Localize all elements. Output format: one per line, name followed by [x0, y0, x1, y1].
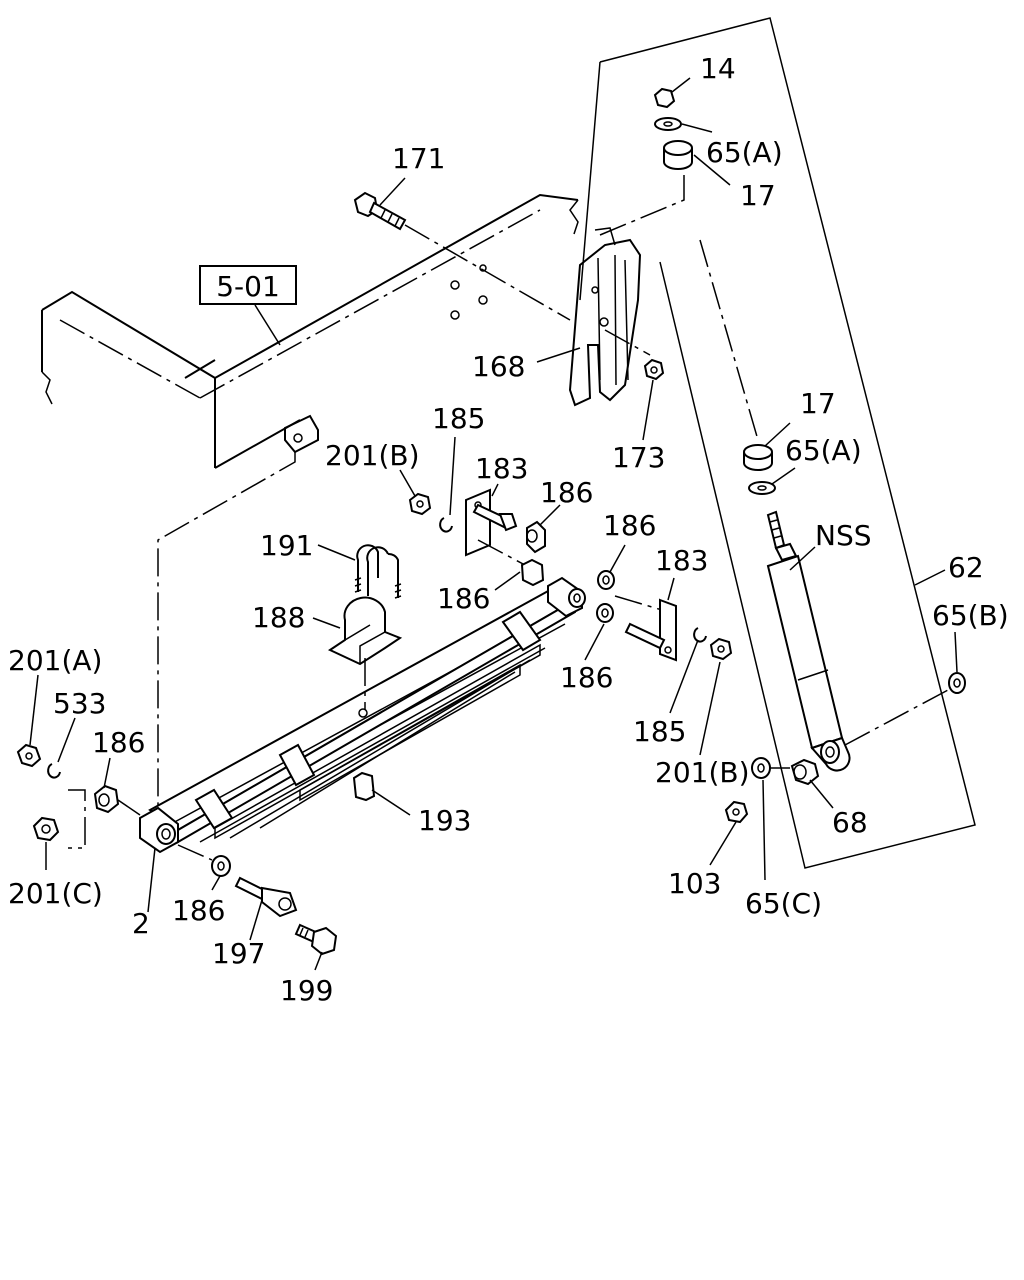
label-199: 199: [280, 974, 333, 1007]
bushing-186-f: [211, 855, 231, 877]
washer-65a-top: [654, 117, 682, 131]
label-191: 191: [260, 529, 313, 562]
nut-103: [724, 800, 749, 824]
label-185-bottom: 185: [633, 715, 686, 748]
label-193: 193: [418, 804, 471, 837]
label-186-e: 186: [92, 726, 145, 759]
bushing-186-b: [520, 558, 545, 587]
nut-201a: [16, 743, 42, 768]
frame-reference-label: 5-01: [216, 270, 280, 303]
label-65a-top: 65(A): [706, 136, 783, 169]
label-186-f: 186: [172, 894, 225, 927]
u-bolt-191: [354, 544, 402, 599]
assembly-62-outline: [579, 17, 976, 869]
label-533: 533: [53, 687, 106, 720]
label-186-d: 186: [560, 661, 613, 694]
frame-reference-box: 5-01: [199, 265, 297, 346]
nut-201c: [32, 816, 60, 842]
bushing-17-top: [663, 140, 693, 170]
nut-201b-right: [709, 637, 733, 661]
label-17-mid: 17: [800, 387, 836, 420]
label-nss: NSS: [815, 519, 872, 552]
bushing-17-mid: [743, 444, 773, 471]
bushing-186-e: [93, 784, 120, 814]
nut-14: [653, 87, 676, 109]
label-185-top: 185: [432, 402, 485, 435]
bolt-171: [353, 191, 571, 321]
label-65a-mid: 65(A): [785, 434, 862, 467]
washer-65a-mid: [748, 481, 776, 495]
label-197: 197: [212, 937, 265, 970]
nut-193: [352, 771, 376, 802]
bolt-199: [294, 923, 338, 956]
label-186-b: 186: [603, 509, 656, 542]
part-labels: 14 65(A) 17 171 168 173 17 65(A) 185 201…: [8, 52, 1009, 1007]
pin-197: [234, 876, 298, 918]
snap-ring-185-top: [439, 517, 453, 533]
label-17-top: 17: [740, 179, 776, 212]
washer-65b: [948, 672, 966, 694]
label-65c: 65(C): [745, 887, 822, 920]
label-171: 171: [392, 142, 445, 175]
bushing-186-d: [596, 603, 614, 623]
shock-absorber: [766, 510, 851, 772]
shackle-pin-183-left: [465, 488, 526, 566]
label-2: 2: [132, 907, 150, 940]
label-186-c: 186: [437, 582, 490, 615]
label-173: 173: [612, 441, 665, 474]
label-68: 68: [832, 806, 868, 839]
bushing-186-a: [526, 520, 546, 554]
label-201b-right: 201(B): [655, 756, 750, 789]
bracket-168: [568, 227, 651, 407]
label-14: 14: [700, 52, 736, 85]
frame-rail: [41, 193, 579, 469]
leader-lines: [29, 77, 958, 971]
snap-ring-185-bottom: [693, 627, 707, 643]
spring-seat-188: [327, 596, 403, 666]
nut-201b-left: [408, 492, 432, 516]
label-201b-left: 201(B): [325, 439, 420, 472]
label-183-left: 183: [475, 452, 528, 485]
label-103: 103: [668, 867, 721, 900]
label-201a: 201(A): [8, 644, 102, 677]
nut-173: [643, 358, 665, 381]
bushing-68: [790, 758, 820, 786]
label-186-a: 186: [540, 476, 593, 509]
label-201c: 201(C): [8, 877, 103, 910]
leaf-spring-2: [139, 576, 586, 854]
bushing-186-c: [597, 570, 615, 590]
shackle-pin-183-right: [624, 598, 677, 662]
washer-65c: [751, 757, 771, 779]
label-62: 62: [948, 551, 984, 584]
label-65b: 65(B): [932, 599, 1009, 632]
label-188: 188: [252, 601, 305, 634]
label-183-right: 183: [655, 544, 708, 577]
snap-ring-533: [47, 763, 61, 779]
label-168: 168: [472, 350, 525, 383]
